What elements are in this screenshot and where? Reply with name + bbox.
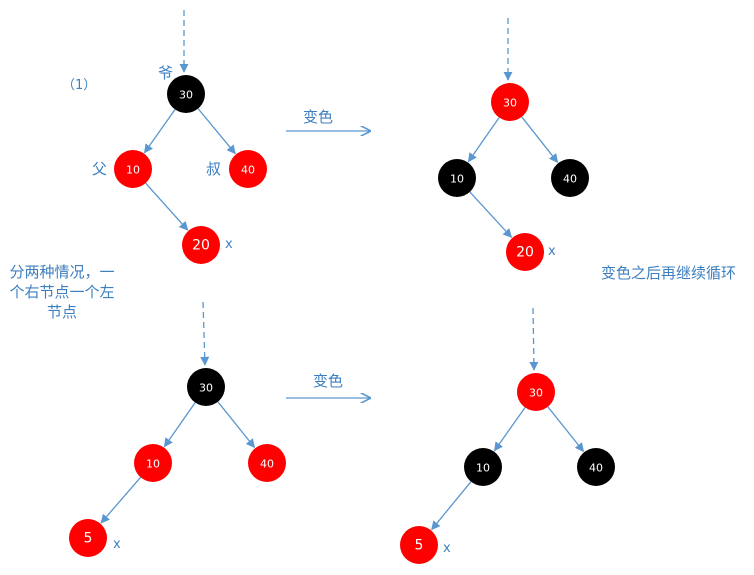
bottom-right-node-p-circle bbox=[464, 448, 502, 486]
bottom-left-edge-father-child bbox=[100, 476, 142, 524]
father-label: 父 bbox=[92, 160, 108, 178]
top-right-edge-grandfather-father bbox=[467, 117, 500, 163]
bottom-left-node-x-circle bbox=[69, 519, 107, 557]
bottom-left-node-u-value: 40 bbox=[260, 458, 274, 471]
bottom-right-edge-grandfather-father bbox=[494, 407, 526, 452]
uncle-label: 叔 bbox=[206, 160, 222, 178]
bottom-right-node-x: 5 bbox=[400, 526, 438, 564]
top-right-edge-grandfather-uncle bbox=[521, 116, 559, 164]
recolor-top-label: 变色 bbox=[303, 108, 334, 126]
top-left-node-x-value: 20 bbox=[192, 238, 210, 254]
bottom-right-node-g-circle bbox=[517, 373, 555, 411]
grandfather-label: 爷 bbox=[158, 64, 174, 82]
top-left-node-u: 40 bbox=[229, 150, 267, 188]
top-right-node-p: 10 bbox=[438, 159, 476, 197]
bottom-left-node-g-value: 30 bbox=[199, 382, 213, 395]
top-right-node-g-circle bbox=[491, 83, 529, 121]
bottom-right-edge-grandfather-uncle bbox=[547, 406, 585, 453]
bottom-right-node-x-value: 5 bbox=[415, 538, 424, 554]
top-right-node-g-value: 30 bbox=[503, 97, 517, 110]
bottom-left-node-p: 10 bbox=[134, 444, 172, 482]
bottom-right-node-p-value: 10 bbox=[476, 462, 490, 475]
bottom-right-node-u-value: 40 bbox=[589, 462, 603, 475]
bottom-left-node-g-circle bbox=[187, 368, 225, 406]
top-left-node-p-value: 10 bbox=[126, 164, 140, 177]
top-left-node-u-value: 40 bbox=[241, 164, 255, 177]
top-left-edge-grandfather-uncle bbox=[197, 108, 236, 155]
bottom-right-incoming-dashed-arrow bbox=[529, 307, 539, 371]
top-left-edge-father-child bbox=[145, 182, 189, 231]
bottom-right-node-u-circle bbox=[577, 448, 615, 486]
x-marker-top-left: x bbox=[225, 237, 233, 252]
bottom-right-node-g: 30 bbox=[517, 373, 555, 411]
top-right-node-x-value: 20 bbox=[516, 245, 534, 261]
bottom-right-edge-father-child bbox=[431, 481, 472, 531]
bottom-left-node-u-circle bbox=[248, 444, 286, 482]
bottom-left-incoming-dashed-arrow bbox=[200, 301, 210, 366]
note-two-cases: 分两种情况，一个右节点一个左节点 bbox=[9, 263, 115, 321]
bottom-right-node-u: 40 bbox=[577, 448, 615, 486]
top-right-node-x: 20 bbox=[506, 233, 544, 271]
x-marker-bottom-right: x bbox=[443, 541, 451, 556]
top-right-node-u-circle bbox=[551, 159, 589, 197]
top-left-edge-grandfather-father bbox=[144, 109, 176, 154]
top-right-edge-father-child bbox=[469, 191, 513, 238]
top-left-node-p-circle bbox=[114, 150, 152, 188]
bottom-left-node-p-value: 10 bbox=[146, 458, 160, 471]
x-marker-top-right: x bbox=[548, 244, 556, 259]
top-left-node-g-value: 30 bbox=[179, 89, 193, 102]
top-left-node-x-circle bbox=[182, 226, 220, 264]
recolor-bottom-label: 变色 bbox=[313, 372, 344, 390]
bottom-left-node-p-circle bbox=[134, 444, 172, 482]
bottom-left-node-x-value: 5 bbox=[84, 531, 93, 547]
bottom-left-edge-grandfather-father bbox=[163, 402, 196, 448]
top-left-node-g-circle bbox=[167, 75, 205, 113]
top-right-node-p-circle bbox=[438, 159, 476, 197]
top-left-node-g: 30 bbox=[167, 75, 205, 113]
bottom-right-node-g-value: 30 bbox=[529, 387, 543, 400]
bottom-right-node-x-circle bbox=[400, 526, 438, 564]
top-left-node-u-circle bbox=[229, 150, 267, 188]
top-left-node-p: 10 bbox=[114, 150, 152, 188]
top-right-node-p-value: 10 bbox=[450, 173, 464, 186]
bottom-left-edge-grandfather-uncle bbox=[217, 401, 256, 449]
top-right-node-g: 30 bbox=[491, 83, 529, 121]
case-number-label: （1） bbox=[62, 78, 97, 93]
note-continue-loop: 变色之后再继续循环 bbox=[601, 264, 737, 282]
bottom-left-node-x: 5 bbox=[69, 519, 107, 557]
x-marker-bottom-left: x bbox=[113, 537, 121, 552]
top-left-node-x: 20 bbox=[182, 226, 220, 264]
bottom-left-node-g: 30 bbox=[187, 368, 225, 406]
top-right-node-u-value: 40 bbox=[563, 173, 577, 186]
top-right-node-x-circle bbox=[506, 233, 544, 271]
bottom-left-node-u: 40 bbox=[248, 444, 286, 482]
top-right-node-u: 40 bbox=[551, 159, 589, 197]
bottom-right-node-p: 10 bbox=[464, 448, 502, 486]
